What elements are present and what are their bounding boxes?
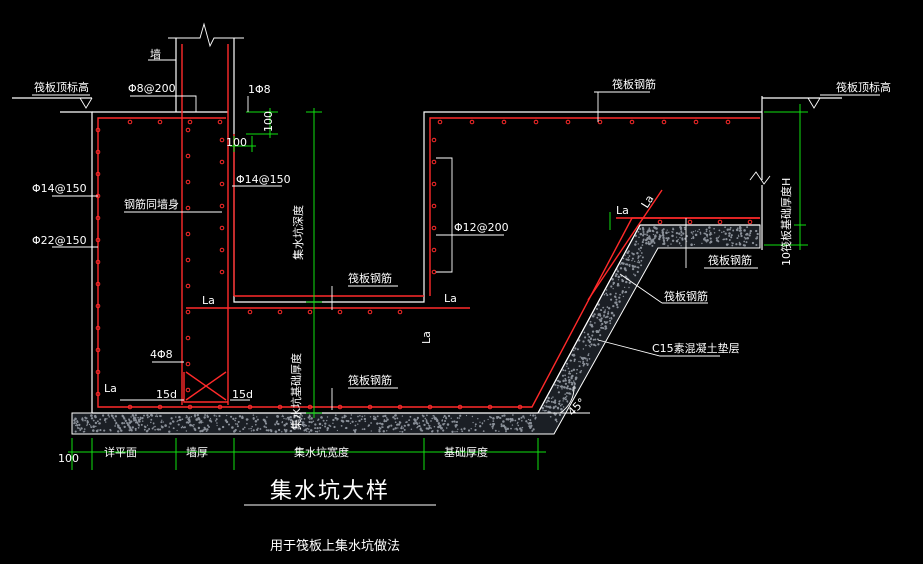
rebar-phi8-200-label: Φ8@200 (128, 82, 176, 95)
drawing-subtitle: 用于筏板上集水坑做法 (270, 538, 400, 554)
la-label-3: La (420, 331, 433, 344)
rebar-1phi8-label: 1Φ8 (248, 83, 271, 96)
c15-cushion-label: C15素混凝土垫层 (652, 341, 740, 355)
dim-100-bottom: 100 (58, 452, 79, 465)
pit-depth-label: 集水坑深度 (291, 205, 305, 260)
anchor-15d-left: 15d (156, 388, 177, 401)
rebar-same-as-wall-label: 钢筋同墙身 (124, 197, 179, 211)
rebar-dots (95, 119, 753, 410)
dim-wall-thickness: 墙厚 (186, 445, 208, 459)
rebar-phi22-150-label: Φ22@150 (32, 234, 87, 247)
raft-top-elevation-right: 筏板顶标高 (836, 80, 891, 94)
pit-base-thickness-label: 集水坑基础厚度 (289, 353, 303, 430)
dim-pit-width: 集水坑宽度 (294, 445, 349, 459)
dim-foundation-thickness: 基础厚度 (444, 445, 488, 459)
rebar-phi14-150-mid-label: Φ14@150 (236, 173, 291, 186)
la-label-1: La (202, 294, 215, 307)
raft-rebar-right-label: 筏板钢筋 (708, 253, 752, 267)
la-label-5: La (616, 204, 629, 217)
la-label-6: La (639, 193, 657, 211)
dimension-lines (68, 104, 808, 470)
dim-100-vertical: 100 (262, 111, 275, 132)
rebar-4phi8-label: 4Φ8 (150, 348, 173, 361)
c15-concrete-bed (71, 224, 761, 435)
raft-rebar-bottom-label: 筏板钢筋 (348, 373, 392, 387)
raft-top-elevation-left: 筏板顶标高 (34, 80, 89, 94)
dim-100-horizontal: 100 (226, 136, 247, 149)
leader-lines (32, 59, 880, 506)
drawing-title: 集水坑大样 (270, 479, 390, 504)
rebar-phi12-200-label: Φ12@200 (454, 221, 509, 234)
anchor-15d-right: 15d (232, 388, 253, 401)
raft-rebar-top-label: 筏板钢筋 (612, 77, 656, 91)
rebar-lines (97, 44, 760, 408)
dim-see-plan: 详平面 (104, 445, 137, 459)
rebar-phi14-150-left-label: Φ14@150 (32, 182, 87, 195)
wall-label: 墙 (150, 47, 161, 61)
raft-thickness-label: 10筏板基础厚度H (779, 178, 793, 266)
la-label-2: La (444, 292, 457, 305)
raft-rebar-slope-label: 筏板钢筋 (664, 289, 708, 303)
la-label-4: La (104, 382, 117, 395)
raft-rebar-mid-label: 筏板钢筋 (348, 271, 392, 285)
